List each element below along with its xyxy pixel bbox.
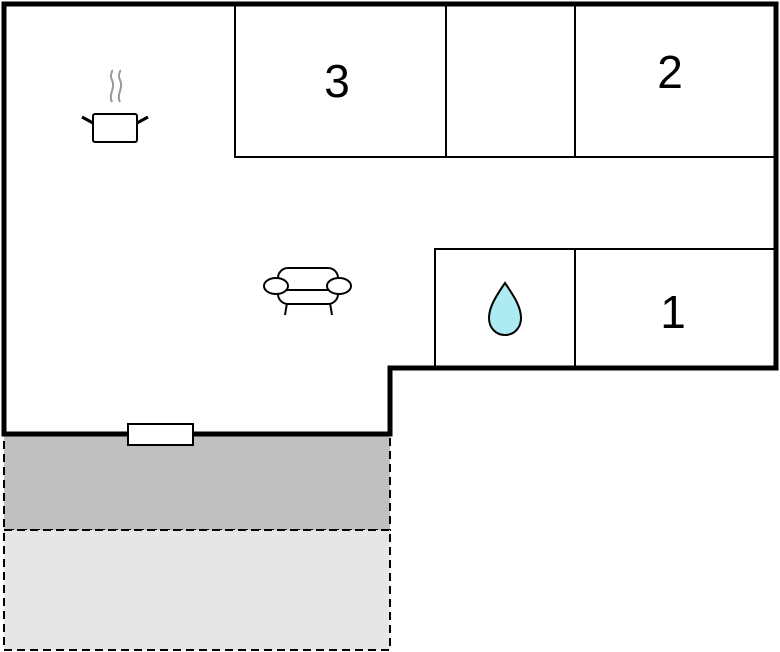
water-drop-icon bbox=[487, 281, 523, 337]
terrace-covered bbox=[3, 433, 391, 531]
terrace-open bbox=[3, 529, 391, 651]
room-1-label: 1 bbox=[660, 286, 686, 338]
window-icon bbox=[127, 423, 194, 446]
room-dividers bbox=[234, 4, 776, 368]
room-2-label: 2 bbox=[657, 46, 683, 98]
kitchen-pot-icon bbox=[81, 69, 149, 143]
sofa-icon bbox=[263, 267, 352, 316]
outer-walls bbox=[1, 1, 779, 437]
room-3-label: 3 bbox=[324, 55, 350, 107]
